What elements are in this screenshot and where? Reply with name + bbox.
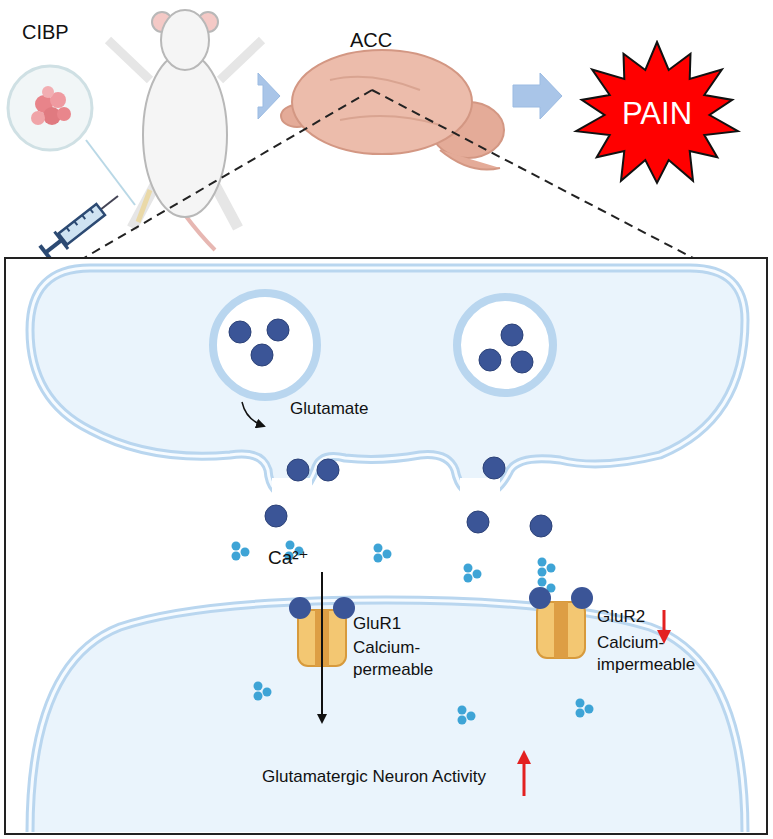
zoom-panel bbox=[5, 258, 767, 834]
increase-arrow bbox=[523, 754, 526, 796]
flow-arrow bbox=[258, 73, 280, 119]
release-arrow bbox=[242, 402, 264, 426]
molecule-label: Glutamate bbox=[290, 398, 368, 419]
tumor-cells bbox=[8, 66, 92, 150]
flow-arrow bbox=[513, 73, 562, 119]
node-title: CIBP bbox=[22, 20, 69, 45]
receptor-label: GluR1 bbox=[353, 613, 401, 634]
node-title: ACC bbox=[350, 28, 392, 53]
ion-label: Ca²⁺ bbox=[268, 546, 309, 570]
model-node: CIBP bbox=[5, 18, 255, 233]
activity-label: Glutamatergic Neuron Activity bbox=[262, 766, 486, 787]
syringe bbox=[39, 187, 125, 261]
receptor-property: Calcium- permeable bbox=[353, 637, 449, 681]
receptor-label: GluR2 bbox=[597, 606, 645, 627]
zoom-line bbox=[84, 90, 372, 258]
star-text: PAIN bbox=[572, 95, 742, 134]
brain-region-node: ACC bbox=[290, 22, 505, 172]
mouse bbox=[108, 10, 262, 250]
presynaptic-terminal bbox=[30, 268, 745, 500]
brain bbox=[281, 50, 504, 170]
glur2-receptor bbox=[529, 587, 593, 658]
glutamate-molecule bbox=[229, 319, 552, 537]
postsynaptic-neuron bbox=[30, 600, 745, 832]
calcium-influx-arrow bbox=[321, 572, 323, 722]
outcome-star: PAIN bbox=[572, 40, 742, 190]
calcium-ion bbox=[232, 541, 594, 725]
receptor-property: Calcium- impermeable bbox=[597, 632, 701, 676]
synaptic-vesicle bbox=[213, 293, 553, 397]
zoom-line bbox=[86, 140, 135, 205]
